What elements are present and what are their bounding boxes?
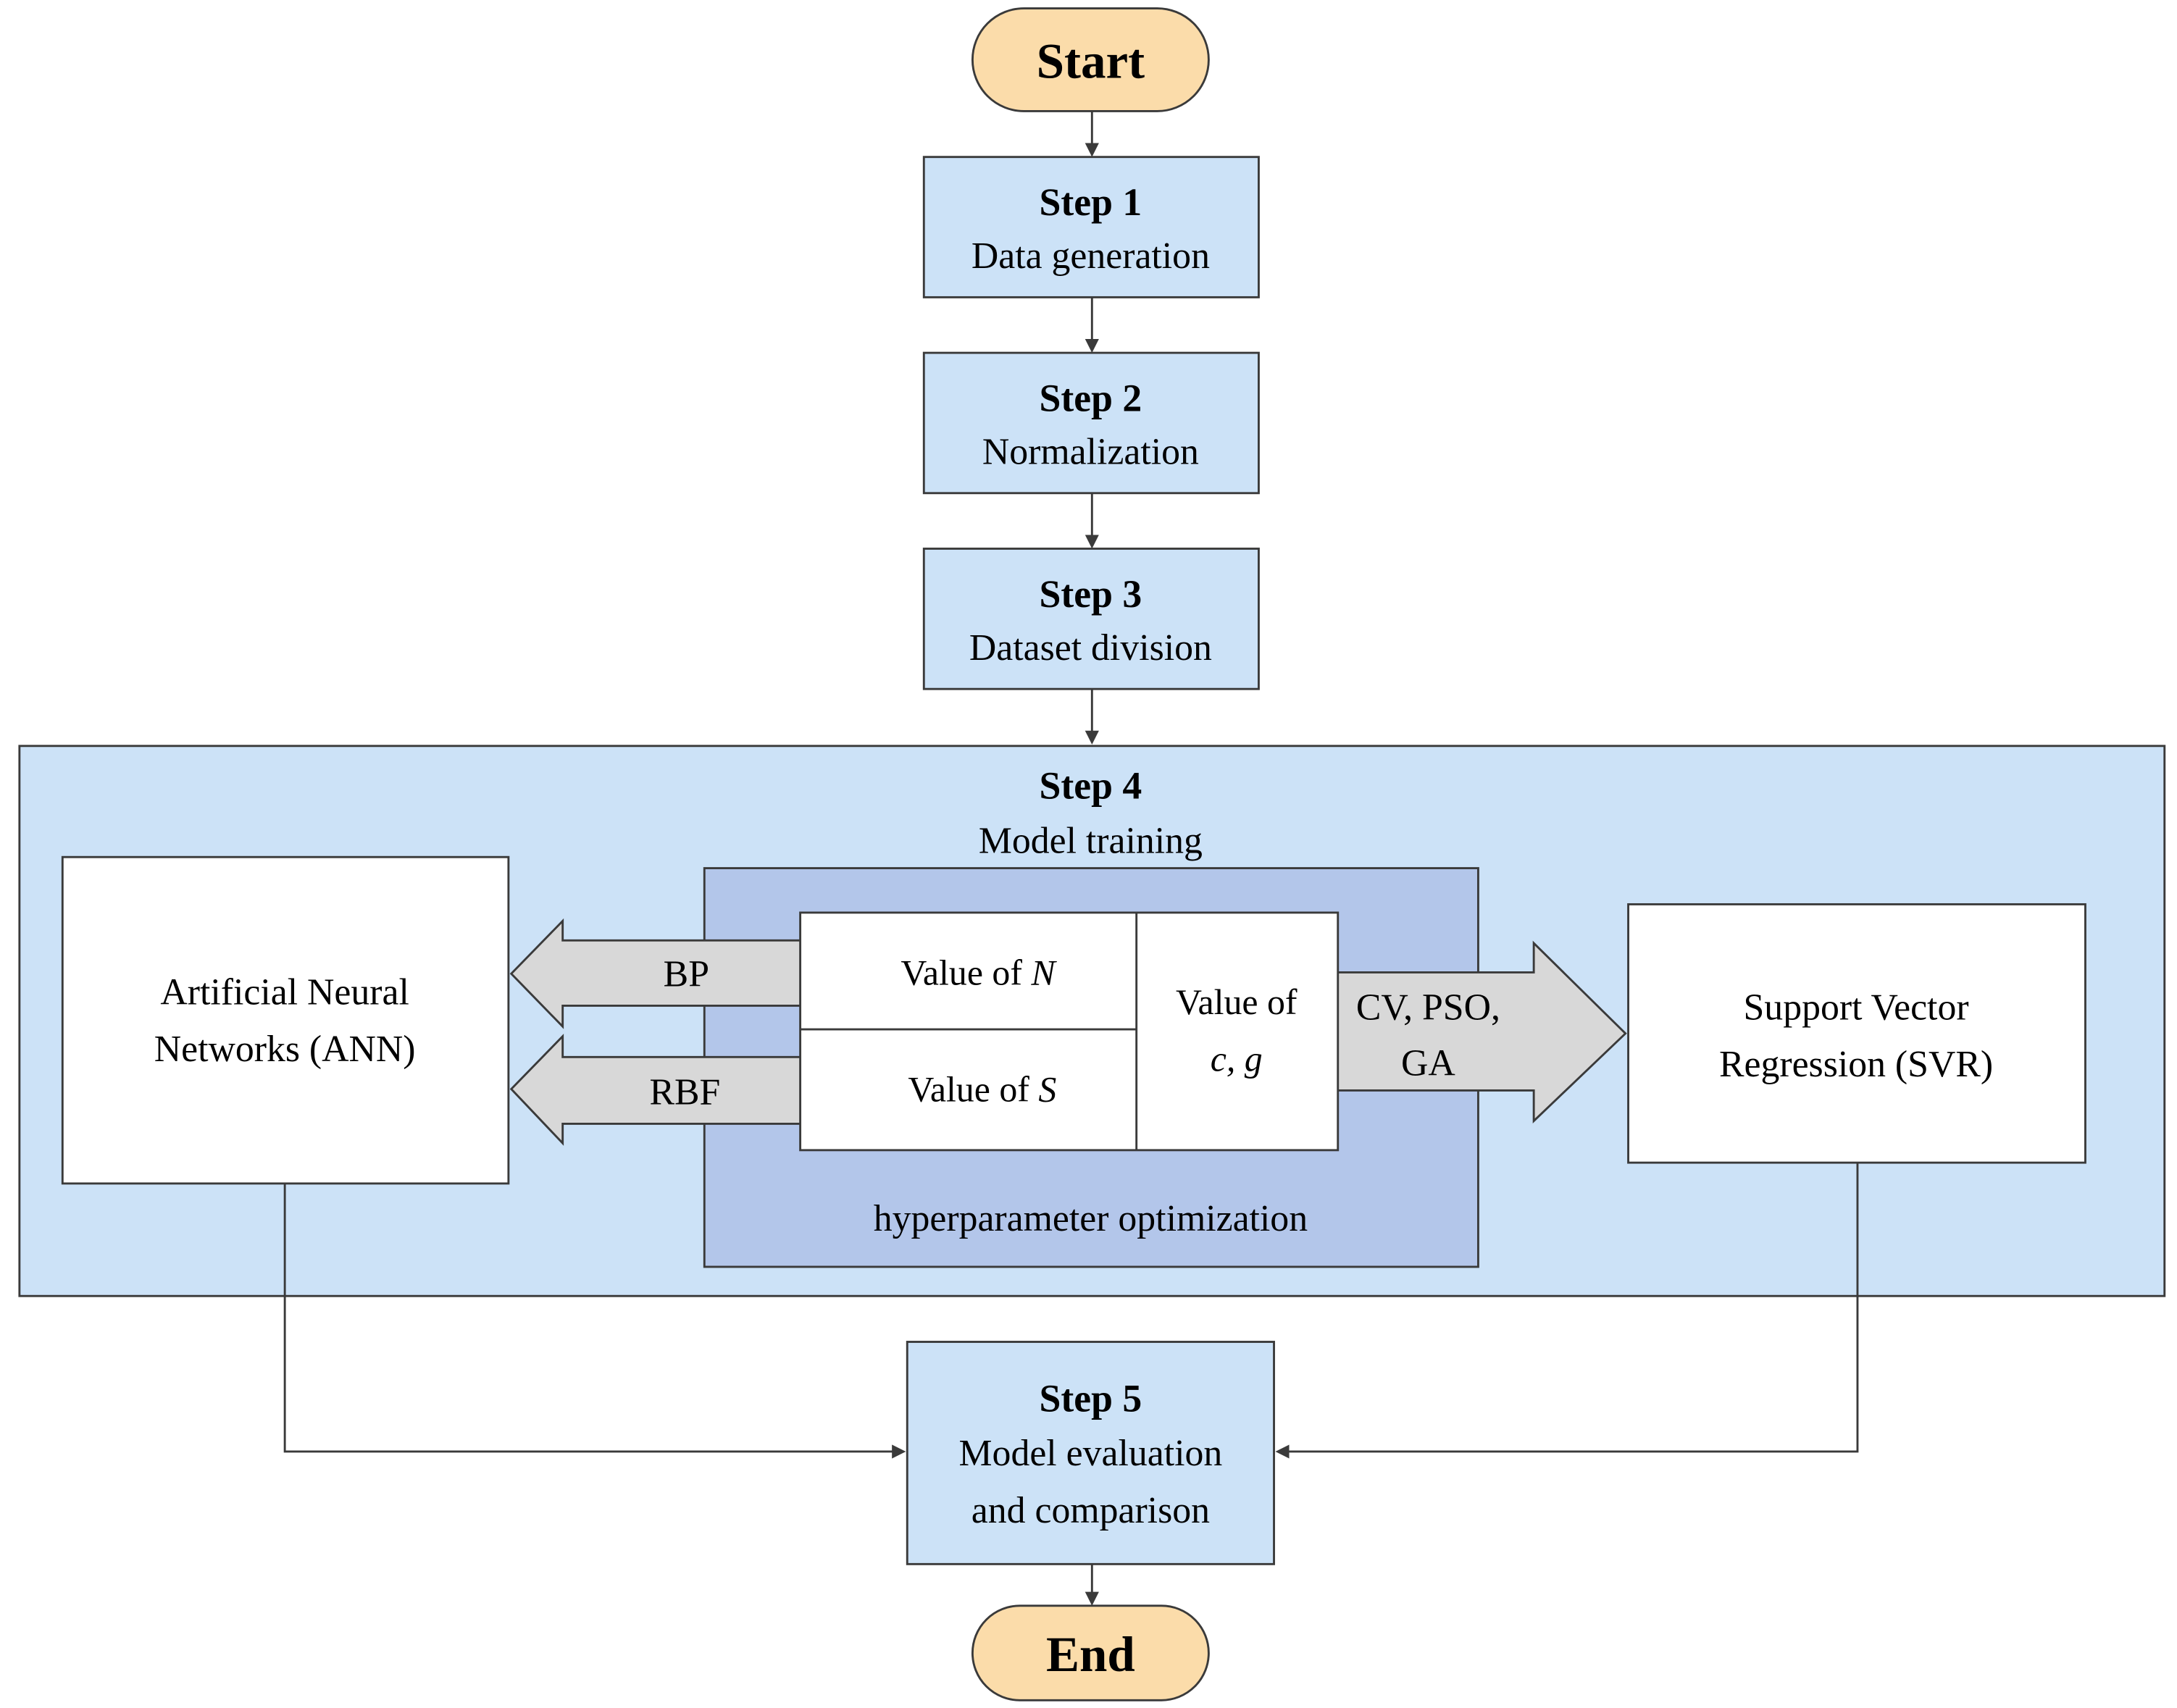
svr-arrow: CV, PSO, GA (1323, 940, 1627, 1123)
hyperparameter-label: hyperparameter optimization (874, 1198, 1308, 1239)
step3-desc: Dataset division (969, 627, 1212, 669)
step3-title: Step 3 (1040, 572, 1142, 616)
value-s-var: S (1038, 1070, 1056, 1110)
step4-desc: Model training (979, 820, 1203, 861)
step1-desc: Data generation (971, 235, 1210, 277)
step5-desc-line2: and comparison (971, 1490, 1210, 1531)
value-n-cell: Value of N (901, 953, 1057, 993)
connector-svr-step5 (1275, 1163, 1859, 1459)
step5-desc-line1: Model evaluation (959, 1433, 1223, 1474)
step3-box: Step 3 Dataset division (922, 548, 1260, 690)
value-n-prefix: Value of (901, 953, 1031, 993)
step2-title: Step 2 (1040, 377, 1142, 420)
bp-label: BP (664, 954, 709, 995)
step1-title: Step 1 (1040, 180, 1142, 224)
svr-label-line2: Regression (SVR) (1719, 1044, 1993, 1085)
svr-arrow-label-line2: GA (1401, 1042, 1455, 1084)
value-cg-line2: c, g (1211, 1039, 1263, 1079)
svr-label-line1: Support Vector (1744, 987, 1969, 1029)
step1-box: Step 1 Data generation (922, 156, 1260, 298)
step5-box: Step 5 Model evaluation and comparison (906, 1341, 1275, 1565)
rbf-arrow: RBF (509, 1034, 814, 1146)
step5-title: Step 5 (1040, 1376, 1142, 1420)
svr-box: Support Vector Regression (SVR) (1627, 903, 2086, 1164)
end-label: End (1046, 1626, 1135, 1682)
end-terminal: End (971, 1604, 1210, 1701)
rbf-label: RBF (649, 1072, 720, 1113)
step2-desc: Normalization (982, 432, 1199, 473)
step2-box: Step 2 Normalization (922, 351, 1260, 495)
start-terminal: Start (971, 7, 1210, 112)
ann-label-line1: Artificial Neural (160, 971, 409, 1013)
value-cg-line1: Value of (1176, 982, 1298, 1022)
ann-label-line2: Networks (ANN) (154, 1029, 416, 1070)
start-label: Start (1037, 33, 1145, 88)
value-s-prefix: Value of (908, 1070, 1038, 1110)
step4-title: Step 4 (1040, 764, 1142, 808)
svr-arrow-label-line1: CV, PSO, (1356, 987, 1500, 1029)
connector-ann-step5 (283, 1183, 906, 1459)
ann-box: Artificial Neural Networks (ANN) (61, 855, 510, 1185)
value-n-var: N (1030, 953, 1057, 993)
bp-arrow: BP (509, 918, 814, 1029)
hyperparameter-table: Value of N Value of S Value of c, g (799, 911, 1340, 1152)
value-s-cell: Value of S (908, 1070, 1056, 1110)
